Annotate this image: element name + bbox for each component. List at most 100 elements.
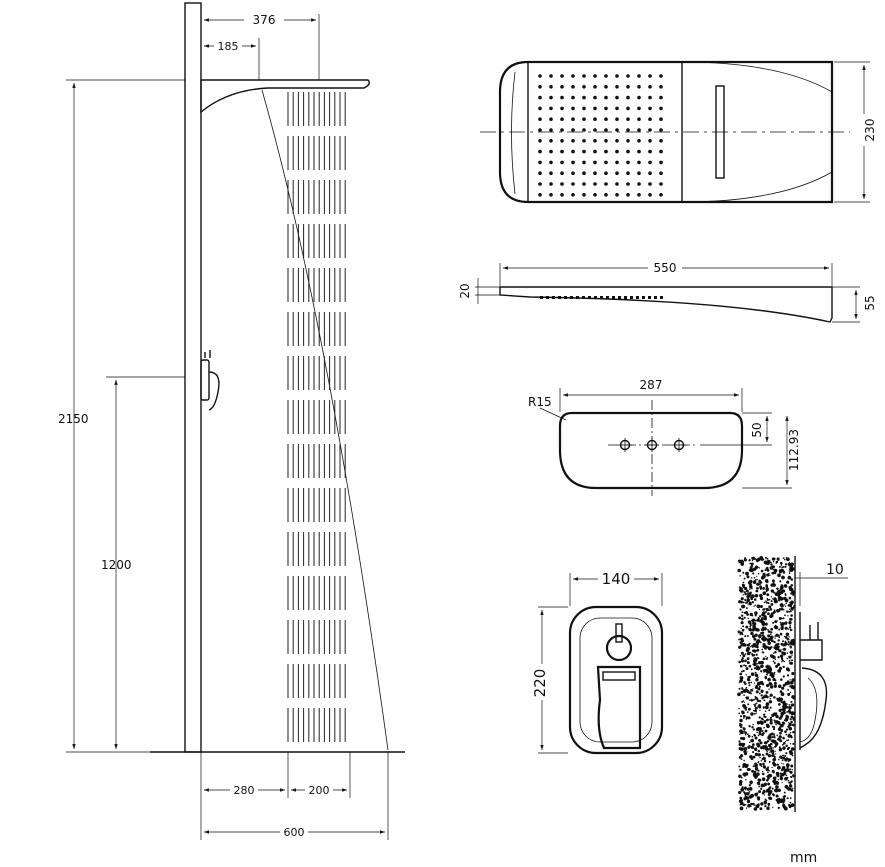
nozzle-dot [538, 85, 542, 89]
nozzle-dot [659, 74, 663, 78]
nozzle-dot [604, 193, 608, 197]
nozzle-dot [571, 182, 575, 186]
wall-hatch [737, 555, 796, 811]
nozzle-dot [538, 160, 542, 165]
nozzle-dot [571, 74, 575, 78]
dim-arm-offset: 185 [218, 40, 239, 53]
nozzle-dot [637, 171, 641, 175]
nozzle-dot [593, 171, 597, 175]
side-nozzle [612, 296, 615, 299]
side-nozzle [600, 296, 603, 299]
nozzle-dot [560, 74, 564, 78]
nozzle-dot [560, 160, 564, 165]
head-side-view: 550 20 55 [458, 261, 880, 323]
nozzle-dot [648, 74, 652, 78]
nozzle-dot [648, 139, 652, 143]
nozzle-dot [626, 171, 630, 175]
nozzle-dot [593, 106, 597, 111]
nozzle-dot [549, 85, 553, 89]
nozzle-dot [593, 128, 597, 132]
nozzle-dot [538, 117, 542, 121]
nozzle-dot [549, 182, 553, 186]
nozzle-dot [538, 193, 542, 197]
nozzle-dot [549, 128, 553, 132]
nozzle-dot [615, 171, 619, 175]
nozzle-dot [571, 149, 575, 154]
nozzle-dot [626, 160, 630, 165]
dim-floor-span: 600 [284, 826, 305, 839]
nozzle-dot [648, 193, 652, 197]
nozzle-dot [593, 182, 597, 186]
nozzle-dot [560, 117, 564, 121]
nozzle-dot [626, 85, 630, 89]
nozzle-dot [615, 149, 619, 154]
mounting-hole [672, 438, 686, 452]
nozzle-dot [538, 74, 542, 78]
nozzle-dot [538, 128, 542, 132]
side-nozzle [582, 296, 585, 299]
mixer-knob [605, 634, 633, 662]
shower-column [184, 2, 202, 753]
side-nozzle [606, 296, 609, 299]
nozzle-dot [648, 149, 652, 154]
nozzle-dot [549, 117, 553, 121]
nozzle-dot [571, 95, 575, 100]
nozzle-dot [615, 74, 619, 78]
nozzle-dot [593, 117, 597, 121]
nozzle-dot [593, 149, 597, 154]
nozzle-dot [648, 128, 652, 132]
nozzle-dot [626, 139, 630, 143]
dim-mixer-height: 220 [531, 669, 549, 698]
nozzle-dot [615, 95, 619, 100]
side-nozzles [540, 296, 663, 299]
side-nozzle [648, 296, 651, 299]
nozzle-dot [538, 95, 542, 100]
nozzle-dot [648, 182, 652, 186]
nozzle-dot [637, 139, 641, 143]
side-nozzle [540, 296, 543, 299]
head-profile [499, 286, 833, 323]
nozzle-dot [560, 85, 564, 89]
side-nozzle [618, 296, 621, 299]
mixer-plate [568, 605, 664, 755]
head-top-view: 230 [480, 60, 877, 204]
side-nozzle [570, 296, 573, 299]
plate-holes [618, 438, 686, 452]
dim-total-height: 2150 [58, 412, 89, 426]
nozzle-dot [659, 160, 663, 165]
nozzle-dot [604, 74, 608, 78]
nozzle-dot [648, 106, 652, 111]
unit-label: mm [790, 850, 817, 866]
nozzle-dot [538, 182, 542, 186]
nozzle-dot [582, 149, 586, 154]
nozzle-dot [549, 160, 553, 165]
side-nozzle [558, 296, 561, 299]
nozzle-dot [637, 106, 641, 111]
nozzle-dot [615, 182, 619, 186]
nozzle-dot [637, 117, 641, 121]
nozzle-dot [560, 139, 564, 143]
nozzle-dot [659, 139, 663, 143]
nozzle-dot [582, 106, 586, 111]
nozzle-dot [637, 160, 641, 165]
nozzle-dot [560, 193, 564, 197]
nozzle-dot [604, 149, 608, 154]
nozzle-dot [615, 128, 619, 132]
nozzle-dot [560, 182, 564, 186]
nozzle-dot [593, 95, 597, 100]
nozzle-dot [659, 106, 663, 111]
nozzle-dot [582, 171, 586, 175]
side-nozzle [660, 296, 663, 299]
nozzle-dot [582, 139, 586, 143]
shower-arm [200, 79, 371, 114]
dim-head-width: 230 [863, 119, 877, 142]
nozzle-dot [637, 182, 641, 186]
nozzle-dot [538, 171, 542, 175]
nozzle-dot [648, 160, 652, 165]
nozzle-dot [549, 171, 553, 175]
nozzle-dot [582, 117, 586, 121]
dim-tip-thickness: 20 [458, 283, 472, 298]
mixer-section [799, 612, 828, 750]
side-nozzle [564, 296, 567, 299]
mounting-hole [618, 438, 632, 452]
